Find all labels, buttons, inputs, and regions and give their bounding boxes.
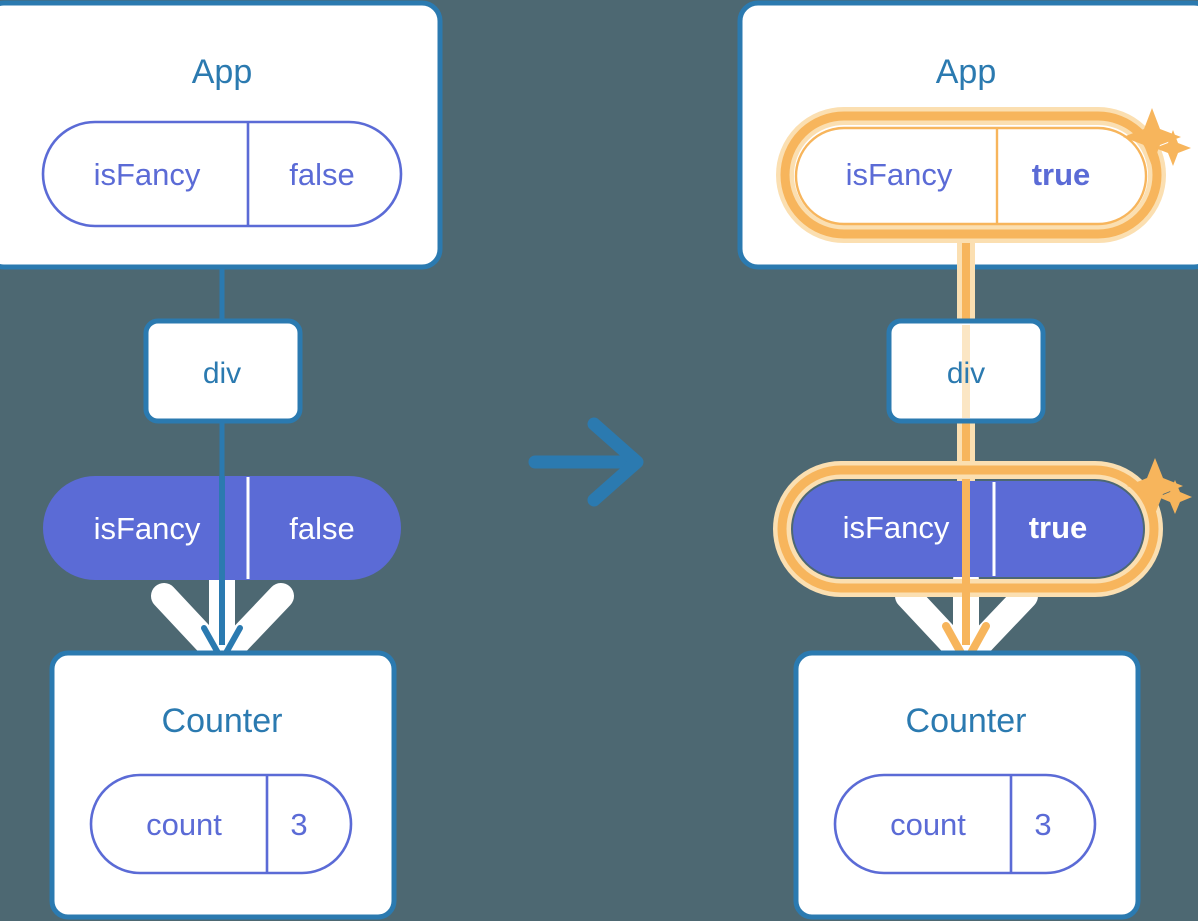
after-prop-key: isFancy — [843, 510, 950, 545]
before-div-label: div — [203, 357, 241, 390]
before-prop-key: isFancy — [94, 511, 201, 546]
arrow-right-icon — [528, 417, 644, 507]
after-app-state-value: true — [1032, 157, 1091, 192]
before-counter-state-value: 3 — [290, 807, 307, 842]
after-app-state-pill — [794, 126, 1148, 226]
before-div-box — [143, 318, 303, 424]
after-counter-state-value: 3 — [1034, 807, 1051, 842]
before-app-state-key: isFancy — [94, 157, 201, 192]
after-counter-state-pill — [833, 773, 1097, 875]
before-prop-value: false — [289, 511, 354, 546]
before-app-state-pill — [41, 120, 403, 228]
after-div-label: div — [947, 357, 985, 390]
after-app-title: App — [936, 53, 997, 91]
before-counter-title: Counter — [162, 702, 283, 740]
sparkle-small-icon — [1155, 130, 1191, 166]
before-app-title: App — [192, 53, 253, 91]
before-counter-state-pill — [89, 773, 353, 875]
after-counter-title: Counter — [906, 702, 1027, 740]
sparkle-large-icon — [1123, 108, 1181, 166]
before-counter-state-key: count — [146, 807, 222, 842]
after-prop-value: true — [1029, 510, 1088, 545]
sparkle-large-icon-2 — [1127, 458, 1183, 514]
after-app-state-pill-ring — [780, 111, 1162, 239]
after-counter-state-key: count — [890, 807, 966, 842]
sparkle-small-icon-2 — [1158, 480, 1192, 514]
before-app-state-value: false — [289, 157, 354, 192]
after-app-state-key: isFancy — [846, 157, 953, 192]
